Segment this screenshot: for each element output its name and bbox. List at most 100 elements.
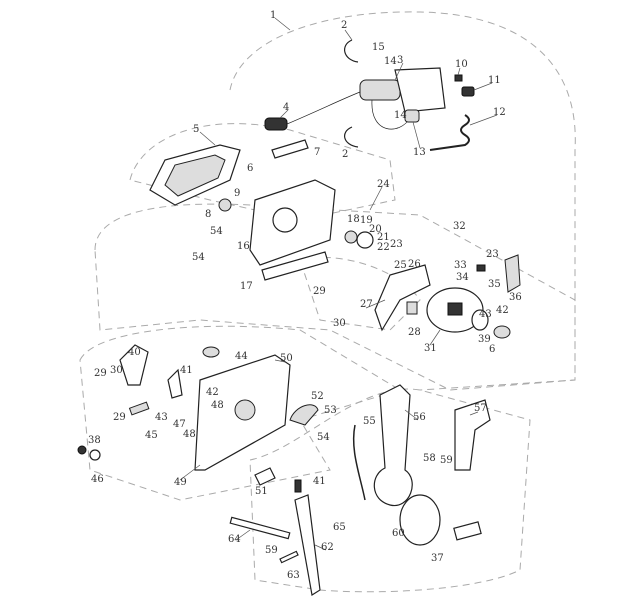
cap-11 bbox=[461, 86, 475, 97]
callout: 11 bbox=[488, 75, 501, 86]
callout: 13 bbox=[413, 147, 426, 158]
label-37 bbox=[453, 521, 482, 541]
callout: 36 bbox=[509, 292, 522, 303]
grommet-8 bbox=[218, 198, 232, 212]
callout: 10 bbox=[455, 59, 468, 70]
callout: 12 bbox=[493, 107, 506, 118]
cover-52 bbox=[289, 404, 319, 426]
nut-38 bbox=[77, 445, 87, 455]
switch-body bbox=[359, 79, 401, 101]
callout: 5 bbox=[193, 124, 199, 135]
connector-13 bbox=[404, 109, 420, 123]
cover-5-grille bbox=[164, 154, 226, 197]
retaining-clip-upper bbox=[344, 39, 359, 63]
callout: 44 bbox=[235, 351, 248, 362]
callout: 24 bbox=[377, 179, 390, 190]
housing-opening bbox=[234, 399, 256, 421]
callout: 41 bbox=[180, 365, 193, 376]
callout: 8 bbox=[205, 209, 211, 220]
callout: 26 bbox=[408, 259, 421, 270]
callout: 47 bbox=[173, 419, 186, 430]
callout: 34 bbox=[456, 272, 469, 283]
lanyard-cord bbox=[429, 114, 470, 151]
throttle-lever-62 bbox=[294, 494, 321, 596]
lever-7 bbox=[271, 139, 309, 159]
gear-hub-31 bbox=[447, 302, 463, 316]
wire-55 bbox=[352, 424, 366, 501]
callout: 42 bbox=[496, 305, 509, 316]
callout: 53 bbox=[324, 405, 337, 416]
lever-27 bbox=[374, 264, 431, 332]
callout: 39 bbox=[478, 334, 491, 345]
control-handle-56 bbox=[373, 384, 413, 507]
callout: 45 bbox=[145, 430, 158, 441]
callout: 57 bbox=[474, 403, 487, 414]
callout: 64 bbox=[228, 534, 241, 545]
callout: 30 bbox=[333, 318, 346, 329]
button-44 bbox=[202, 346, 220, 358]
connector-4 bbox=[264, 117, 288, 131]
clip-10 bbox=[454, 74, 463, 82]
callout: 62 bbox=[321, 542, 334, 553]
callout: 43 bbox=[155, 412, 168, 423]
pin-63 bbox=[279, 550, 299, 564]
callout: 6 bbox=[489, 344, 495, 355]
callout: 14 bbox=[394, 110, 407, 121]
callout: 21 bbox=[377, 232, 390, 243]
callout: 56 bbox=[413, 412, 426, 423]
callout: 40 bbox=[128, 347, 141, 358]
callout: 30 bbox=[110, 365, 123, 376]
callout: 35 bbox=[488, 279, 501, 290]
callout: 32 bbox=[453, 221, 466, 232]
callout: 31 bbox=[424, 343, 437, 354]
callout: 2 bbox=[341, 20, 347, 31]
bolt-64 bbox=[229, 516, 291, 540]
pad-36 bbox=[504, 254, 521, 293]
callout: 65 bbox=[333, 522, 346, 533]
callout: 17 bbox=[240, 281, 253, 292]
callout: 43 bbox=[479, 309, 492, 320]
bearing-19 bbox=[356, 231, 374, 249]
bushing-28 bbox=[406, 301, 418, 315]
callout: 54 bbox=[210, 226, 223, 237]
retaining-clip-lower bbox=[344, 126, 359, 148]
callout: 60 bbox=[392, 528, 405, 539]
callout: 27 bbox=[360, 299, 373, 310]
bracket-plate bbox=[394, 67, 446, 113]
cap-6 bbox=[493, 325, 511, 339]
callout: 41 bbox=[313, 476, 326, 487]
callout: 1 bbox=[270, 10, 276, 21]
callout: 59 bbox=[440, 455, 453, 466]
ring-18 bbox=[344, 230, 358, 244]
callout: 22 bbox=[377, 242, 390, 253]
callout: 29 bbox=[113, 412, 126, 423]
parts bbox=[77, 39, 521, 596]
callout: 46 bbox=[91, 474, 104, 485]
callout: 33 bbox=[454, 260, 467, 271]
clip-51 bbox=[254, 467, 276, 486]
washer-39 bbox=[471, 309, 489, 331]
leader-lines bbox=[179, 17, 498, 551]
callout: 4 bbox=[283, 102, 289, 113]
lever-41 bbox=[167, 368, 183, 399]
callout: 18 bbox=[347, 214, 360, 225]
callout: 58 bbox=[423, 453, 436, 464]
rail-17 bbox=[261, 251, 329, 281]
callout: 19 bbox=[360, 215, 373, 226]
callout: 16 bbox=[237, 241, 250, 252]
callout: 50 bbox=[280, 353, 293, 364]
callout: 63 bbox=[287, 570, 300, 581]
callout: 28 bbox=[408, 327, 421, 338]
washer-46 bbox=[89, 449, 101, 461]
group-outlines bbox=[79, 11, 576, 593]
harness-wire bbox=[371, 99, 411, 130]
callout: 52 bbox=[311, 391, 324, 402]
brush-33 bbox=[476, 264, 486, 272]
callout: 29 bbox=[313, 286, 326, 297]
plate-40 bbox=[119, 344, 149, 386]
callout: 23 bbox=[390, 239, 403, 250]
callout: 38 bbox=[88, 435, 101, 446]
callout: 49 bbox=[174, 477, 187, 488]
